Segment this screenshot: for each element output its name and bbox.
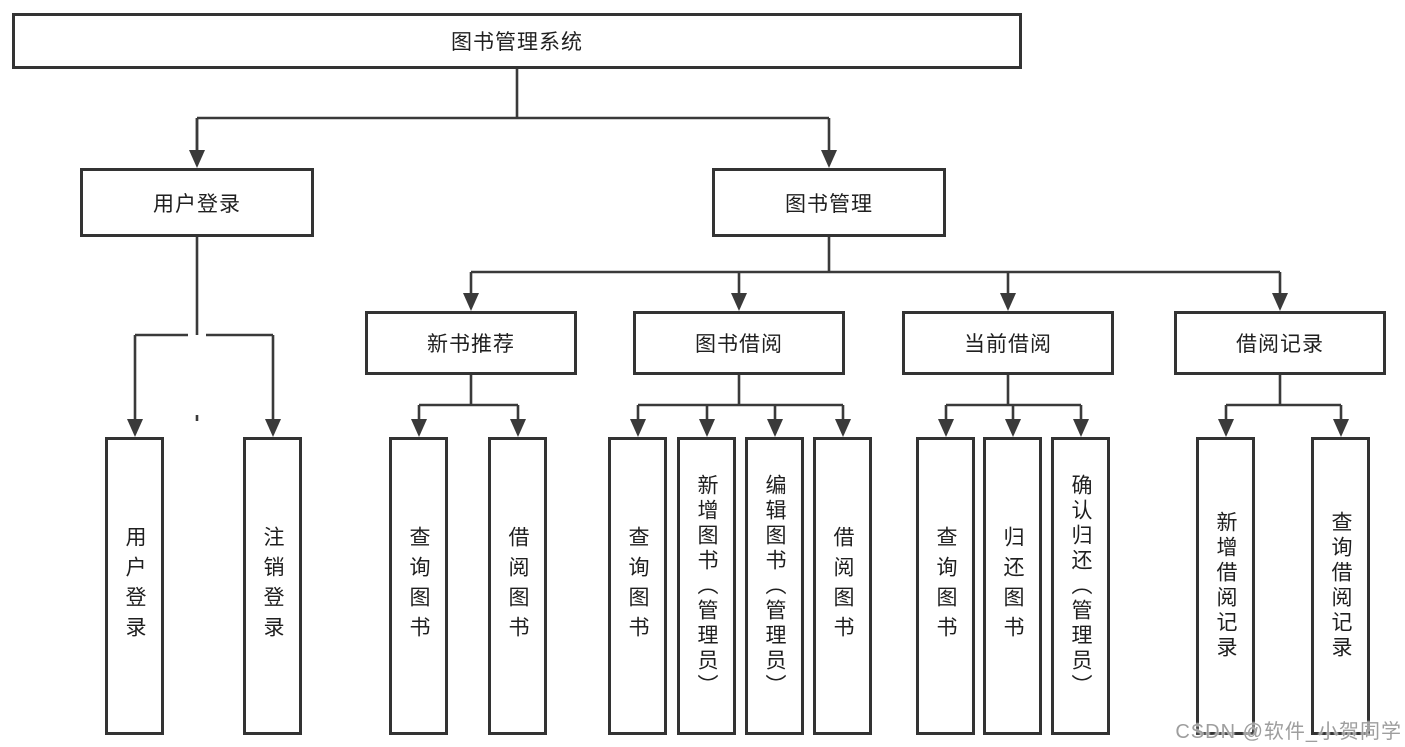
leaf-query-books-1: 查询图书 <box>389 437 448 735</box>
leaf-label: 确认归还（管理员） <box>1069 473 1092 699</box>
leaf-label: 用户登录 <box>123 526 146 646</box>
leaf-query-books-2: 查询图书 <box>608 437 667 735</box>
csdn-watermark: CSDN @软件_小贺同学 <box>1175 721 1402 743</box>
node-label: 图书管理 <box>785 192 873 216</box>
leaf-query-borrow-record: 查询借阅记录 <box>1311 437 1370 735</box>
leaf-label: 新增借阅记录 <box>1214 511 1237 661</box>
leaf-edit-books-admin: 编辑图书（管理员） <box>745 437 804 735</box>
leaf-return-books: 归还图书 <box>983 437 1042 735</box>
leaf-confirm-return-admin: 确认归还（管理员） <box>1051 437 1110 735</box>
node-book-borrowing: 图书借阅 <box>633 311 845 375</box>
node-current-borrowing: 当前借阅 <box>902 311 1114 375</box>
node-label: 当前借阅 <box>964 333 1052 356</box>
leaf-label: 查询图书 <box>934 526 957 646</box>
leaf-label: 查询借阅记录 <box>1329 511 1352 661</box>
leaf-logout: 注销登录 <box>243 437 302 735</box>
leaf-label: 借阅图书 <box>831 526 854 646</box>
node-borrow-records: 借阅记录 <box>1174 311 1386 375</box>
node-root-library-system: 图书管理系统 <box>12 13 1022 69</box>
node-label: 借阅记录 <box>1236 333 1324 356</box>
node-label: 新书推荐 <box>427 333 515 356</box>
leaf-label: 查询图书 <box>407 526 430 646</box>
leaf-label: 新增图书（管理员） <box>695 473 718 699</box>
node-user-login: 用户登录 <box>80 168 314 237</box>
node-label: 图书借阅 <box>695 333 783 356</box>
leaf-query-books-3: 查询图书 <box>916 437 975 735</box>
leaf-user-login: 用户登录 <box>105 437 164 735</box>
leaf-borrow-books-2: 借阅图书 <box>813 437 872 735</box>
leaf-add-borrow-record: 新增借阅记录 <box>1196 437 1255 735</box>
leaf-borrow-books-1: 借阅图书 <box>488 437 547 735</box>
node-label: 用户登录 <box>153 192 241 216</box>
node-label: 图书管理系统 <box>451 31 583 54</box>
leaf-add-books-admin: 新增图书（管理员） <box>677 437 736 735</box>
leaf-label: 归还图书 <box>1001 526 1024 646</box>
leaf-label: 查询图书 <box>626 526 649 646</box>
node-new-book-recommend: 新书推荐 <box>365 311 577 375</box>
leaf-label: 编辑图书（管理员） <box>763 473 786 699</box>
node-book-management: 图书管理 <box>712 168 946 237</box>
leaf-label: 借阅图书 <box>506 526 529 646</box>
leaf-label: 注销登录 <box>261 526 284 646</box>
